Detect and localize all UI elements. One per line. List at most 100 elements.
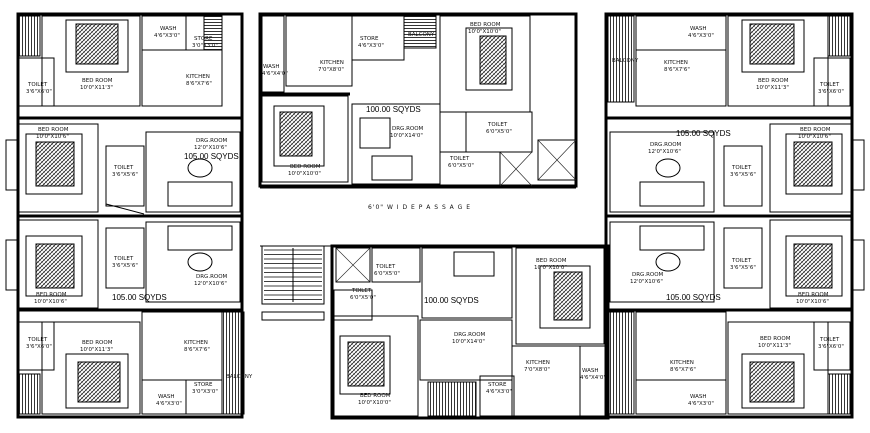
passage-label: 6'0" W I D E P A S S A G E [368, 204, 471, 211]
area-label: 105.00 SQYDS [112, 293, 167, 302]
balcony-hatch [17, 373, 41, 415]
room-dim: 10'0"X11'3" [80, 347, 113, 353]
passage: 6'0" W I D E P A S S A G E [260, 187, 576, 247]
room-dim: 3'6"X5'6" [730, 172, 756, 178]
left-wing [5, 12, 245, 419]
room-label: TOILET [487, 122, 508, 128]
labels: WASH 4'6"X3'0" STORE 3'0"X3'0" KITCHEN 8… [26, 22, 844, 407]
center-top-block [258, 12, 578, 188]
room-dim: 12'0"X10'6" [630, 279, 663, 285]
bed-hatch [279, 111, 313, 157]
room-dim: 4'6"X3'0" [156, 401, 182, 407]
balcony-hatch [427, 381, 477, 417]
room-dim: 3'6"X5'6" [112, 172, 138, 178]
room-label: TOILET [27, 337, 48, 343]
room-label: WASH [263, 64, 280, 70]
room-dim: 4'6"X3'0" [688, 401, 714, 407]
room-dim: 3'6"X5'6" [730, 265, 756, 271]
room-dim: 10'0"X11'3" [80, 85, 113, 91]
room-dim: 10'0"X10'6" [796, 299, 829, 305]
room-label: TOILET [375, 264, 396, 270]
room-dim: 10'0"X14'0" [390, 133, 423, 139]
balcony-hatch [827, 373, 851, 415]
room-label: STORE [488, 382, 507, 388]
bed-hatch [749, 361, 795, 403]
room-label: BED ROOM [798, 292, 829, 298]
room-dim: 7'0"X8'0" [318, 67, 344, 73]
area-label: 105.00 SQYDS [666, 293, 721, 302]
room-dim: 10'0"X10'0" [534, 265, 567, 271]
room-label: WASH [582, 368, 599, 374]
room-label: WASH [160, 26, 177, 32]
room-dim: 4'6"X3'0" [358, 43, 384, 49]
bed-hatch [75, 23, 119, 65]
room-dim: 3'6"X6'0" [26, 344, 52, 350]
room-dim: 10'0"X10'0" [288, 171, 321, 177]
room-dim: 4'6"X3'0" [486, 389, 512, 395]
balcony-hatch [203, 15, 223, 51]
balcony-hatch [403, 15, 437, 49]
balcony-hatch [17, 15, 41, 57]
room-label: DRG.ROOM [196, 138, 228, 144]
room-dim: 8'6"X7'6" [184, 347, 210, 353]
room-dim: 3'6"X5'6" [112, 263, 138, 269]
room-label: BED ROOM [82, 340, 113, 346]
room-label: KITCHEN [526, 360, 550, 366]
room-dim: 3'0"X3'0" [192, 389, 218, 395]
room-label: TOILET [731, 165, 752, 171]
room-dim: 3'6"X6'0" [818, 89, 844, 95]
room-label: BALCONY [408, 32, 435, 38]
room-label: DRG.ROOM [650, 142, 682, 148]
room-label: BED ROOM [536, 258, 567, 264]
room-label: TOILET [351, 288, 372, 294]
room-dim: 6'0"X5'0" [350, 295, 376, 301]
room-label: BALCONY [612, 58, 639, 64]
room-dim: 6'0"X5'0" [486, 129, 512, 135]
room-dim: 10'0"X10'6" [798, 134, 831, 140]
center-bottom-block [330, 244, 610, 420]
balcony-hatch [607, 311, 635, 415]
room-label: TOILET [27, 82, 48, 88]
balcony-hatch [827, 15, 851, 57]
room-label: BALCONY [226, 374, 253, 380]
room-dim: 8'6"X7'6" [664, 67, 690, 73]
room-label: DRG.ROOM [632, 272, 664, 278]
room-label: WASH [690, 394, 707, 400]
room-label: TOILET [819, 82, 840, 88]
room-dim: 10'0"X10'0" [468, 29, 501, 35]
room-label: DRG.ROOM [454, 332, 486, 338]
room-dim: 12'0"X10'6" [648, 149, 681, 155]
room-label: DRG.ROOM [196, 274, 228, 280]
room-label: TOILET [113, 256, 134, 262]
room-label: KITCHEN [670, 360, 694, 366]
room-dim: 3'0"X3'0" [192, 43, 218, 49]
room-label: STORE [360, 36, 379, 42]
balcony-hatch [607, 15, 635, 103]
room-dim: 6'0"X5'0" [374, 271, 400, 277]
room-label: WASH [690, 26, 707, 32]
room-label: TOILET [731, 258, 752, 264]
room-dim: 8'6"X7'6" [670, 367, 696, 373]
bed-hatch [793, 243, 833, 289]
staircase [261, 245, 325, 321]
room-label: BED ROOM [82, 78, 113, 84]
room-label: BED ROOM [290, 164, 321, 170]
balcony-hatch [221, 311, 245, 415]
room-dim: 7'0"X8'0" [524, 367, 550, 373]
room-label: KITCHEN [184, 340, 208, 346]
area-label: 100.00 SQYDS [424, 296, 479, 305]
room-label: BED ROOM [38, 127, 69, 133]
room-dim: 10'0"X11'3" [758, 343, 791, 349]
room-dim: 4'6"X4'0" [580, 375, 606, 381]
room-label: DRG.ROOM [392, 126, 424, 132]
room-dim: 10'0"X10'6" [34, 299, 67, 305]
room-label: BED ROOM [470, 22, 501, 28]
room-label: BED ROOM [36, 292, 67, 298]
room-label: WASH [158, 394, 175, 400]
room-label: BED ROOM [360, 393, 391, 399]
area-label: 105.00 SQYDS [184, 152, 239, 161]
room-dim: 4'6"X4'0" [262, 71, 288, 77]
right-wing [604, 12, 865, 419]
room-dim: 10'0"X14'0" [452, 339, 485, 345]
